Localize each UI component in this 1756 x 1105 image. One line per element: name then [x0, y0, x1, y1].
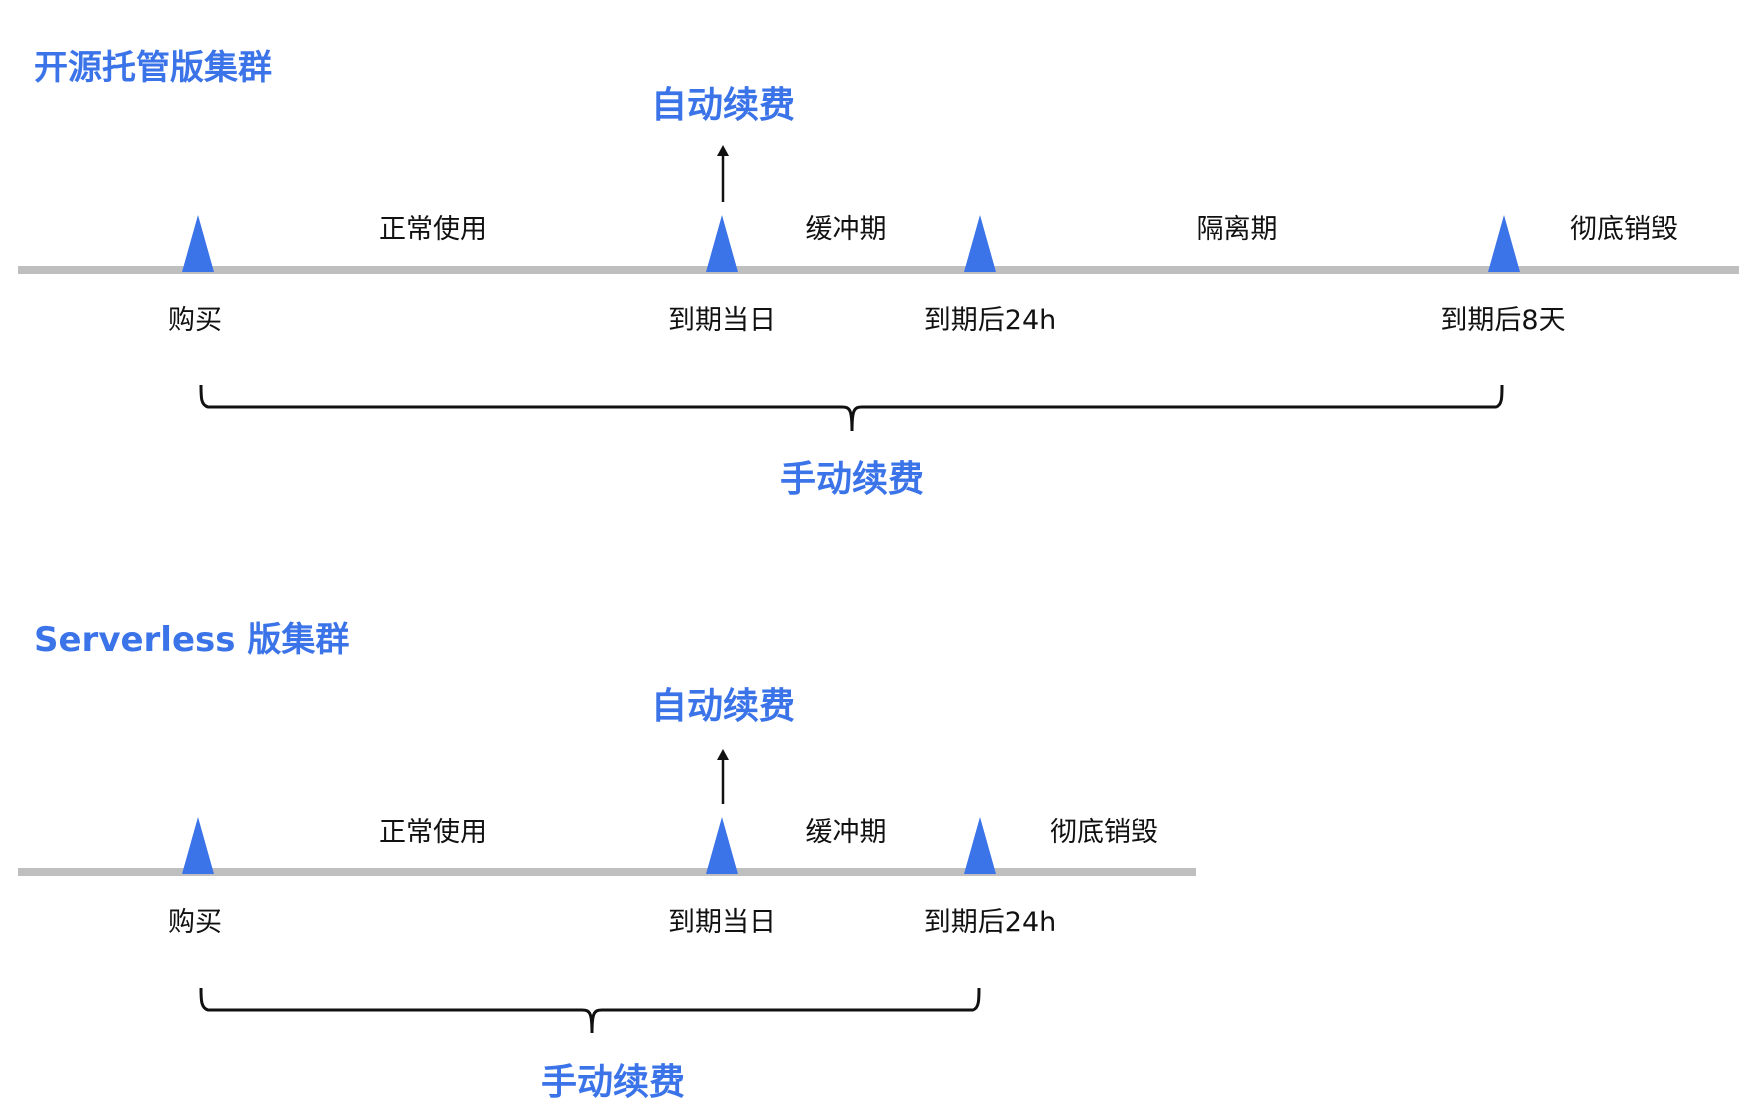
phase-label-normal-use: 正常使用 [379, 214, 487, 245]
arrow-head-icon [717, 749, 729, 760]
milestone-marker-expiry-day [706, 817, 738, 874]
milestone-marker-expiry-8d [1488, 215, 1520, 272]
auto-renew-label: 自动续费 [650, 686, 796, 727]
milestone-label-expiry-24h: 到期后24h [923, 907, 1057, 938]
manual-renew-label: 手动续费 [779, 459, 925, 500]
milestone-marker-expiry-day [706, 215, 738, 272]
phase-label-isolation: 隔离期 [1196, 214, 1278, 245]
milestone-marker-purchase [182, 215, 214, 272]
phase-label-buffer: 缓冲期 [805, 817, 887, 848]
milestone-label-purchase: 购买 [168, 907, 222, 938]
section-title: Serverless 版集群 [34, 620, 350, 660]
phase-label-destroy: 彻底销毁 [1050, 817, 1158, 848]
phase-label-destroy: 彻底销毁 [1570, 214, 1678, 245]
milestone-marker-expiry-24h [964, 215, 996, 272]
section-title: 开源托管版集群 [34, 48, 272, 88]
milestone-label-purchase: 购买 [168, 305, 222, 336]
milestone-marker-expiry-24h [964, 817, 996, 874]
phase-label-normal-use: 正常使用 [379, 817, 487, 848]
milestone-label-expiry-8d: 到期后8天 [1440, 305, 1566, 336]
milestone-marker-purchase [182, 817, 214, 874]
timeline-track [18, 266, 1739, 274]
timeline-track [18, 868, 1196, 876]
manual-renew-label: 手动续费 [540, 1062, 686, 1103]
milestone-label-expiry-day: 到期当日 [668, 907, 776, 938]
phase-label-buffer: 缓冲期 [805, 214, 887, 245]
milestone-label-expiry-24h: 到期后24h [923, 305, 1057, 336]
auto-renew-label: 自动续费 [650, 85, 796, 126]
manual-renew-brace [199, 987, 981, 1034]
milestone-label-expiry-day: 到期当日 [668, 305, 776, 336]
manual-renew-brace [199, 384, 1504, 432]
arrow-head-icon [717, 145, 729, 156]
